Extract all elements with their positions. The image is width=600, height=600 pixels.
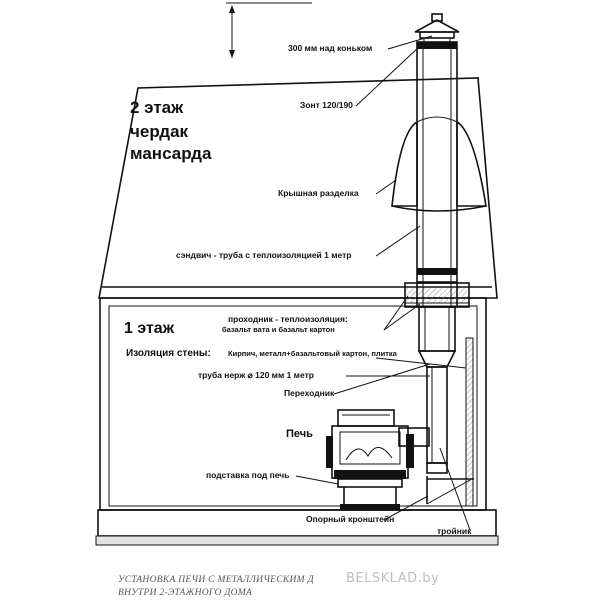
stove-stand: [337, 478, 403, 510]
watermark-text: BELSKLAD.by: [346, 571, 439, 586]
roof-cut-flashing: [391, 116, 487, 212]
sandwich-pipe: [416, 41, 458, 283]
label-roof-cut: Крышная разделка: [278, 188, 359, 198]
attic-label: чердак: [130, 122, 189, 141]
label-adapter: Переходник: [284, 388, 335, 398]
foundation: [95, 509, 499, 546]
label-passage-title: проходник - теплоизоляция:: [228, 314, 348, 324]
label-stove: Печь: [286, 428, 313, 440]
floor-2-label: 2 этаж: [130, 98, 184, 117]
ridge-height-marker: [226, 2, 312, 58]
label-passage-detail: базальт вата и базальт картон: [222, 325, 335, 334]
label-support-bracket: Опорный кронштейн: [306, 514, 394, 524]
ceiling-pass-through: [404, 282, 470, 308]
caption-line-2: ВНУТРИ 2-ЭТАЖНОГО ДОМА: [118, 588, 252, 598]
label-above-ridge: 300 мм над коньком: [288, 43, 372, 53]
wall-insulation-strip: [465, 337, 474, 507]
steel-pipe: [426, 366, 448, 464]
lower-sandwich-pipe: [418, 306, 456, 352]
label-umbrella: Зонт 120/190: [300, 100, 353, 110]
label-stove-stand: подставка под печь: [206, 470, 289, 480]
label-tee: тройник: [437, 526, 472, 536]
label-wall-insulation-title: Изоляция стены:: [126, 348, 211, 359]
chimney-umbrella: [414, 13, 460, 42]
label-steel-pipe: труба нерж ⌀ 120 мм 1 метр: [198, 370, 314, 380]
support-bracket: [426, 476, 474, 505]
label-sandwich-pipe: сэндвич - труба с теплоизоляцией 1 метр: [176, 250, 351, 260]
floor-1-label: 1 этаж: [124, 320, 175, 337]
leader-lines: [295, 35, 471, 531]
mansard-label: мансарда: [130, 144, 212, 163]
caption-line-1: УСТАНОВКА ПЕЧИ С МЕТАЛЛИЧЕСКИМ Д: [118, 575, 315, 585]
label-wall-insulation-detail: Кирпич, металл+базальтовый картон, плитк…: [228, 349, 398, 358]
stove: [326, 409, 414, 479]
